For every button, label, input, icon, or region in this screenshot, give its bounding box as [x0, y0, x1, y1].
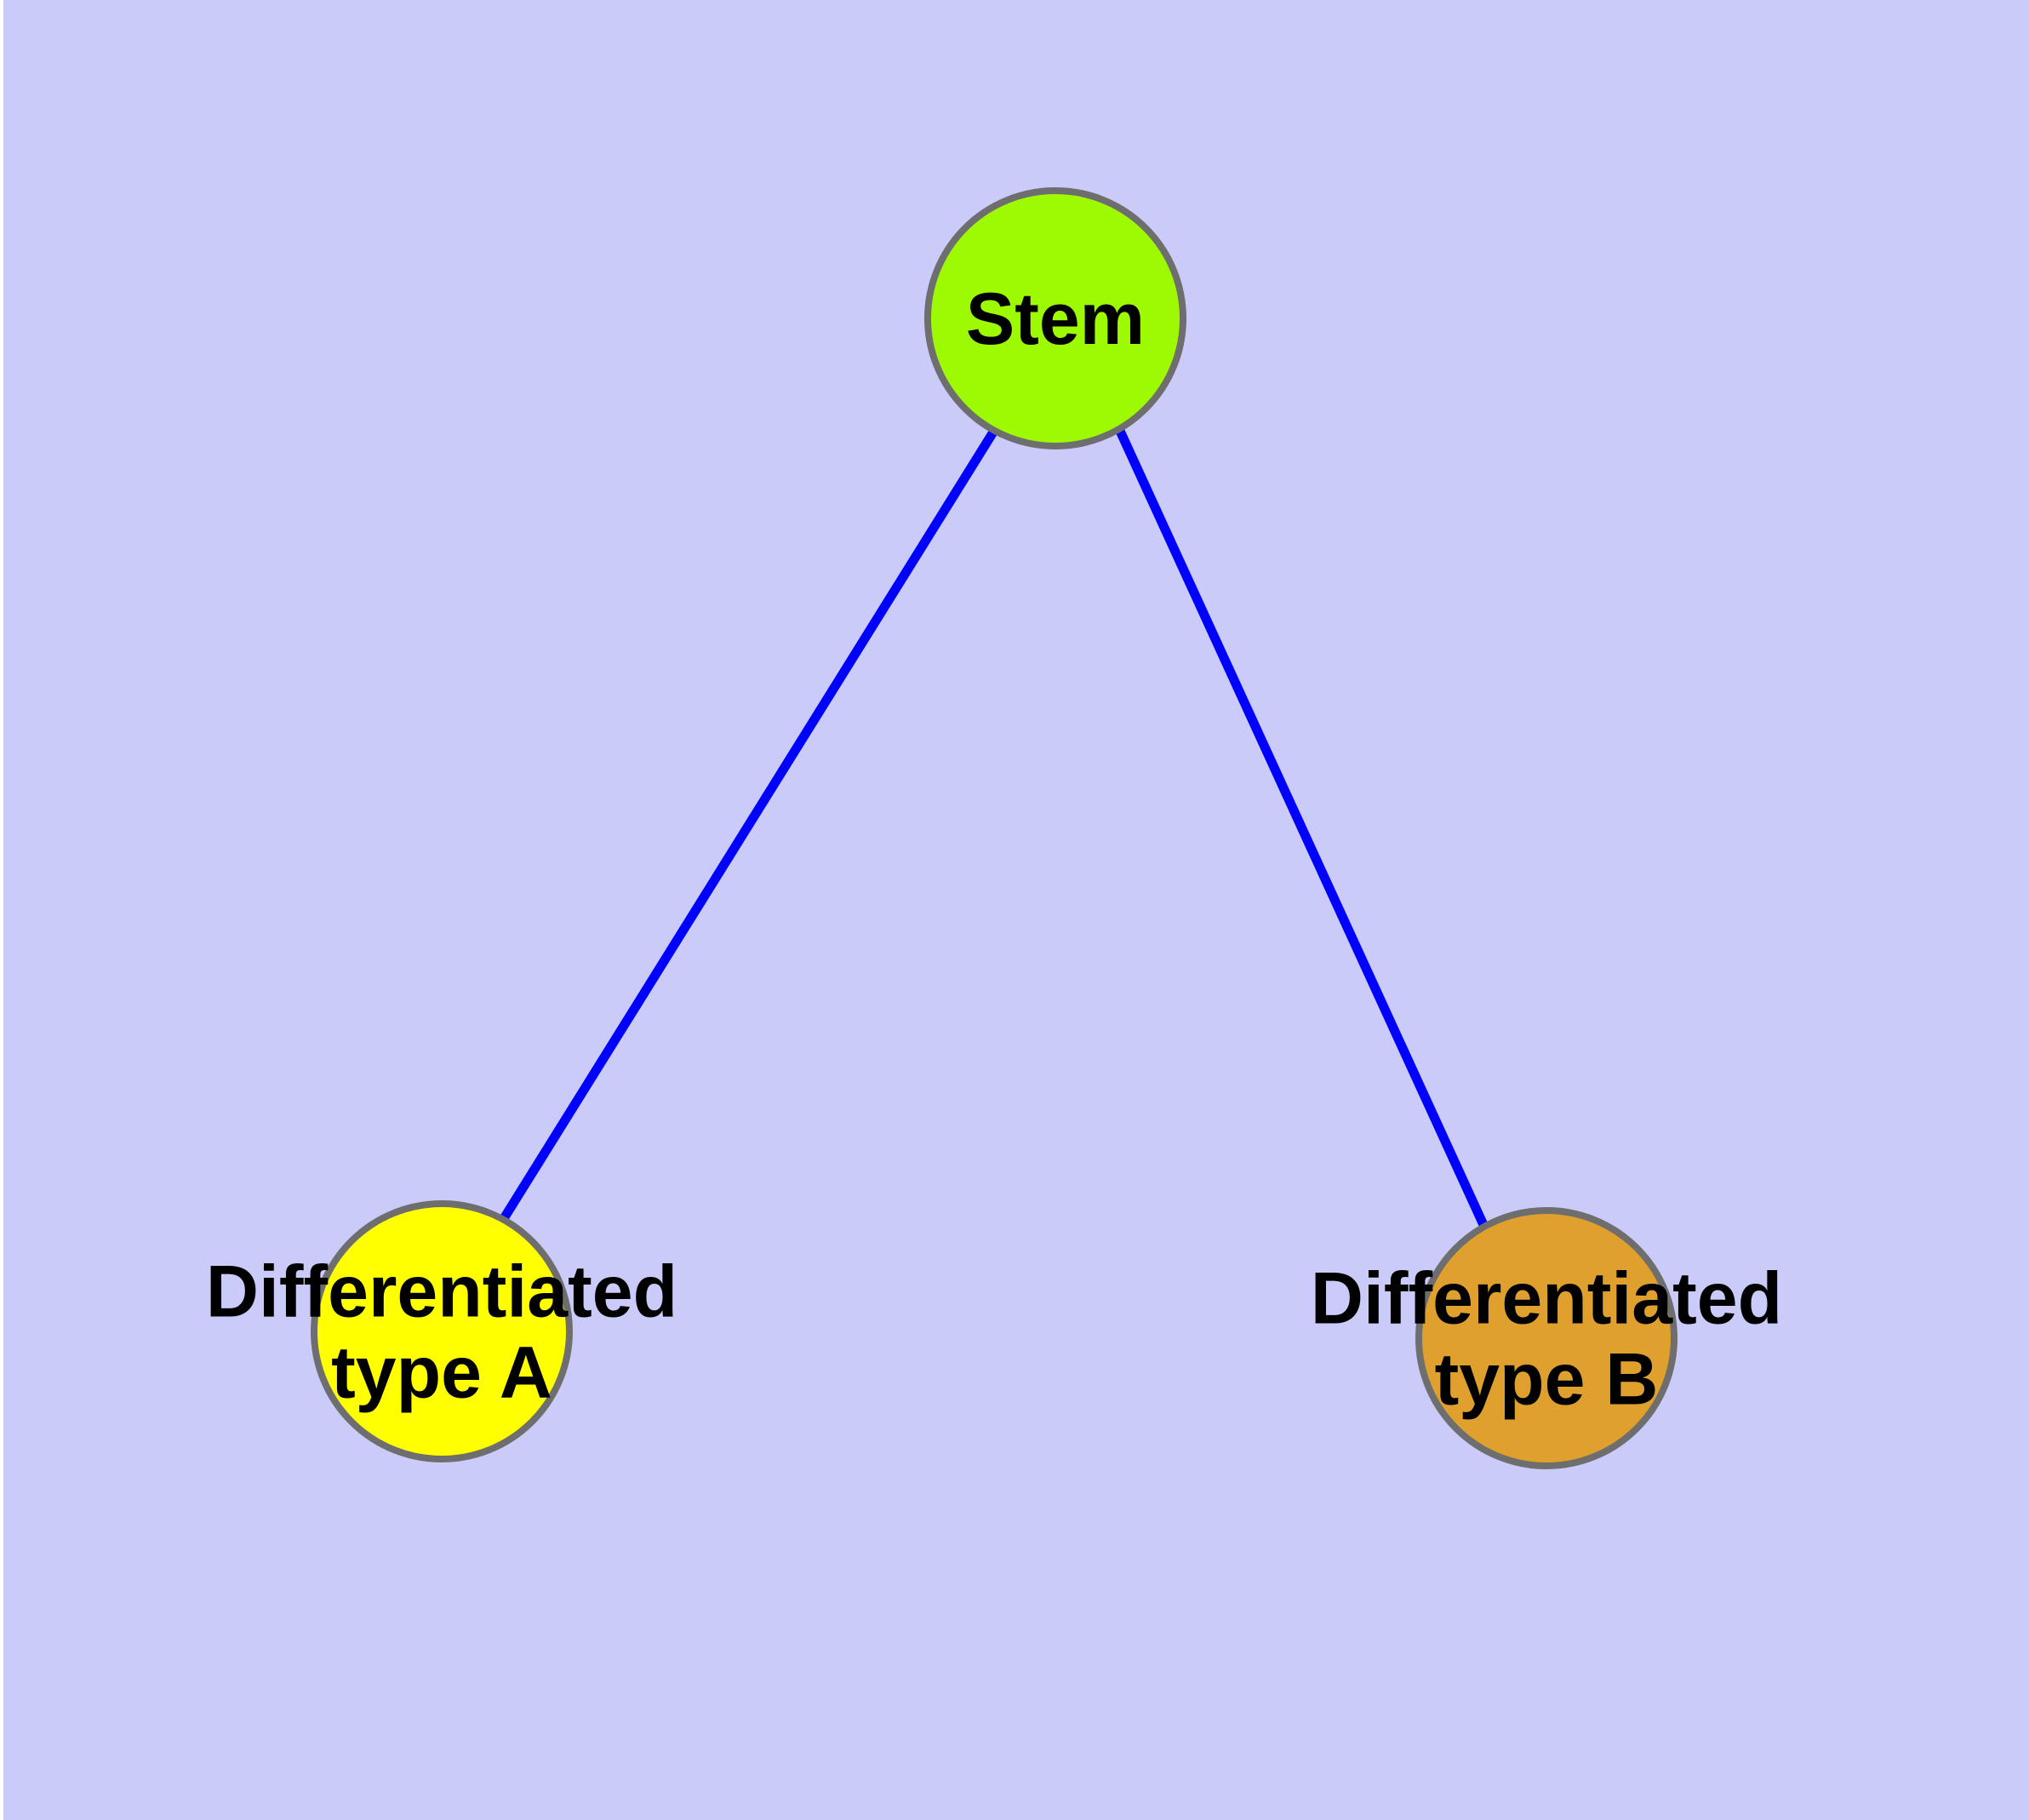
edge-stem-to-diff_b — [1114, 426, 1489, 1229]
node-label-line: Differentiated — [1311, 1258, 1782, 1340]
node-label-line: Differentiated — [206, 1251, 677, 1333]
node-diff_a[interactable] — [311, 1200, 573, 1462]
edge-stem-to-diff_a — [499, 428, 998, 1222]
nodes-group — [311, 187, 1677, 1469]
node-label-line: Stem — [966, 278, 1145, 360]
edges-group — [499, 426, 1489, 1229]
node-label-line: type A — [331, 1332, 552, 1414]
node-stem[interactable] — [924, 187, 1186, 449]
node-diff_b[interactable] — [1415, 1207, 1677, 1469]
node-label-line: type B — [1435, 1339, 1659, 1421]
node-label-stem: Stem — [966, 278, 1145, 360]
